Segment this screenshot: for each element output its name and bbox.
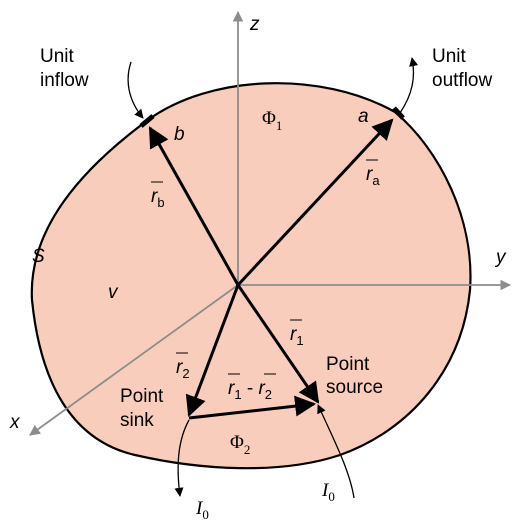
electrode-a-label: a [358, 106, 369, 127]
point-source-label-line2: source [326, 377, 383, 398]
unit-inflow-arrow [127, 61, 144, 119]
point-sink-label-line1: Point [120, 386, 164, 407]
y-axis-label: y [494, 247, 507, 268]
r1-label: r1 [290, 324, 304, 348]
point-source-label-line1: Point [326, 354, 370, 375]
source-current-label: I0 [321, 480, 335, 504]
rb-label: rb [151, 186, 165, 210]
vector-rb [148, 126, 240, 286]
electrode-a-marker [392, 106, 405, 120]
x-axis [29, 284, 239, 436]
sink-current-label: I0 [195, 498, 209, 522]
r2-label: r2 [176, 357, 190, 381]
unit-inflow-label-line2: inflow [40, 70, 89, 91]
vector-r2 [185, 284, 240, 417]
electrode-b-marker [139, 114, 155, 128]
unit-outflow-label-line1: Unit [432, 46, 467, 67]
volume-v-label: v [108, 282, 119, 303]
vector-ra [236, 118, 394, 287]
surface-s-label: S [32, 246, 45, 267]
unit-outflow-label-line2: outflow [432, 70, 492, 91]
sink-current-arrow [174, 419, 190, 497]
r1-minus-r2-label: r1 - r2 [228, 378, 272, 402]
vector-r1 [236, 284, 320, 404]
x-axis-label: x [9, 412, 21, 433]
unit-outflow-arrow [399, 57, 419, 114]
point-sink-label-line2: sink [120, 410, 154, 431]
vector-r1-minus-r2 [188, 395, 317, 420]
z-axis-label: z [249, 14, 260, 35]
ra-label: ra [366, 164, 380, 188]
unit-inflow-label-line1: Unit [40, 46, 75, 67]
electrode-b-label: b [174, 124, 185, 145]
phi2-label: Φ2 [230, 432, 250, 457]
source-current-arrow [317, 404, 355, 499]
phi1-label: Φ1 [262, 108, 282, 133]
